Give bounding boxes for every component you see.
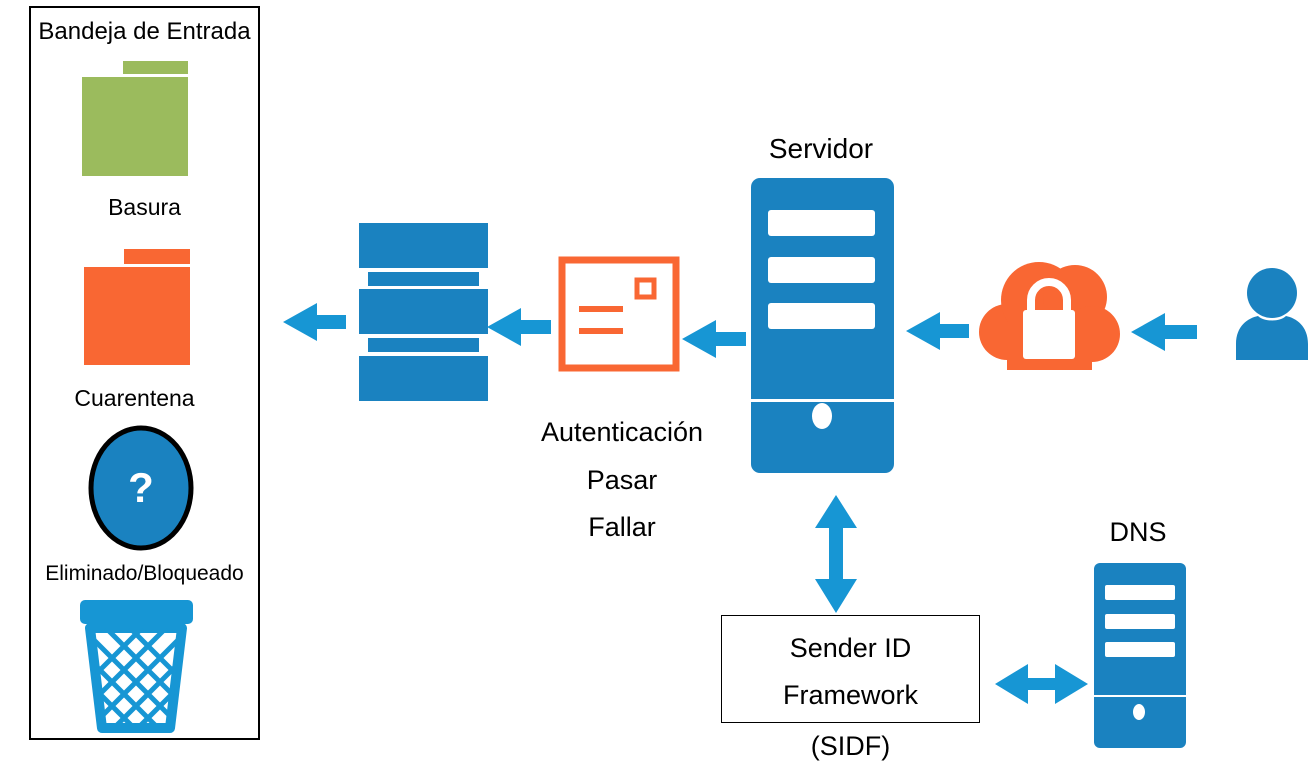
server-label: Servidor — [768, 133, 874, 164]
svg-text:?: ? — [128, 464, 154, 511]
green-folder-icon — [82, 61, 188, 176]
pass-label: Pasar — [586, 465, 658, 495]
sidf-label-line2: Framework — [782, 680, 918, 710]
arrow-left-icon — [487, 308, 551, 346]
arrow-left-icon — [682, 320, 746, 358]
fail-label: Fallar — [588, 512, 656, 542]
inbox-label: Bandeja de Entrada — [38, 18, 251, 45]
mail-server-stack-icon — [359, 223, 488, 401]
trash-label: Basura — [108, 194, 181, 220]
orange-folder-icon — [84, 249, 190, 365]
trash-bin-icon — [80, 600, 193, 733]
user-icon — [1236, 268, 1308, 360]
mailbox-folders-panel — [29, 6, 260, 740]
question-icon: ? — [88, 425, 194, 551]
arrow-left-icon — [283, 303, 346, 341]
deleted-label: Eliminado/Bloqueado — [45, 562, 244, 585]
sidf-label-line3: (SIDF) — [810, 731, 891, 761]
vertical-double-arrow-icon — [815, 495, 857, 613]
envelope-icon — [558, 256, 680, 372]
sidf-label-line1: Sender ID — [789, 633, 912, 663]
dns-label: DNS — [1109, 517, 1167, 547]
sidf-box — [721, 615, 980, 723]
dns-server-icon — [1093, 563, 1188, 748]
lock-cloud-icon — [979, 262, 1120, 370]
server-icon — [750, 178, 895, 473]
arrow-left-icon — [1131, 313, 1197, 351]
quarantine-label: Cuarentena — [74, 385, 195, 411]
horizontal-double-arrow-icon — [995, 664, 1088, 704]
arrow-left-icon — [906, 312, 969, 350]
auth-label: Autenticación — [540, 417, 704, 447]
